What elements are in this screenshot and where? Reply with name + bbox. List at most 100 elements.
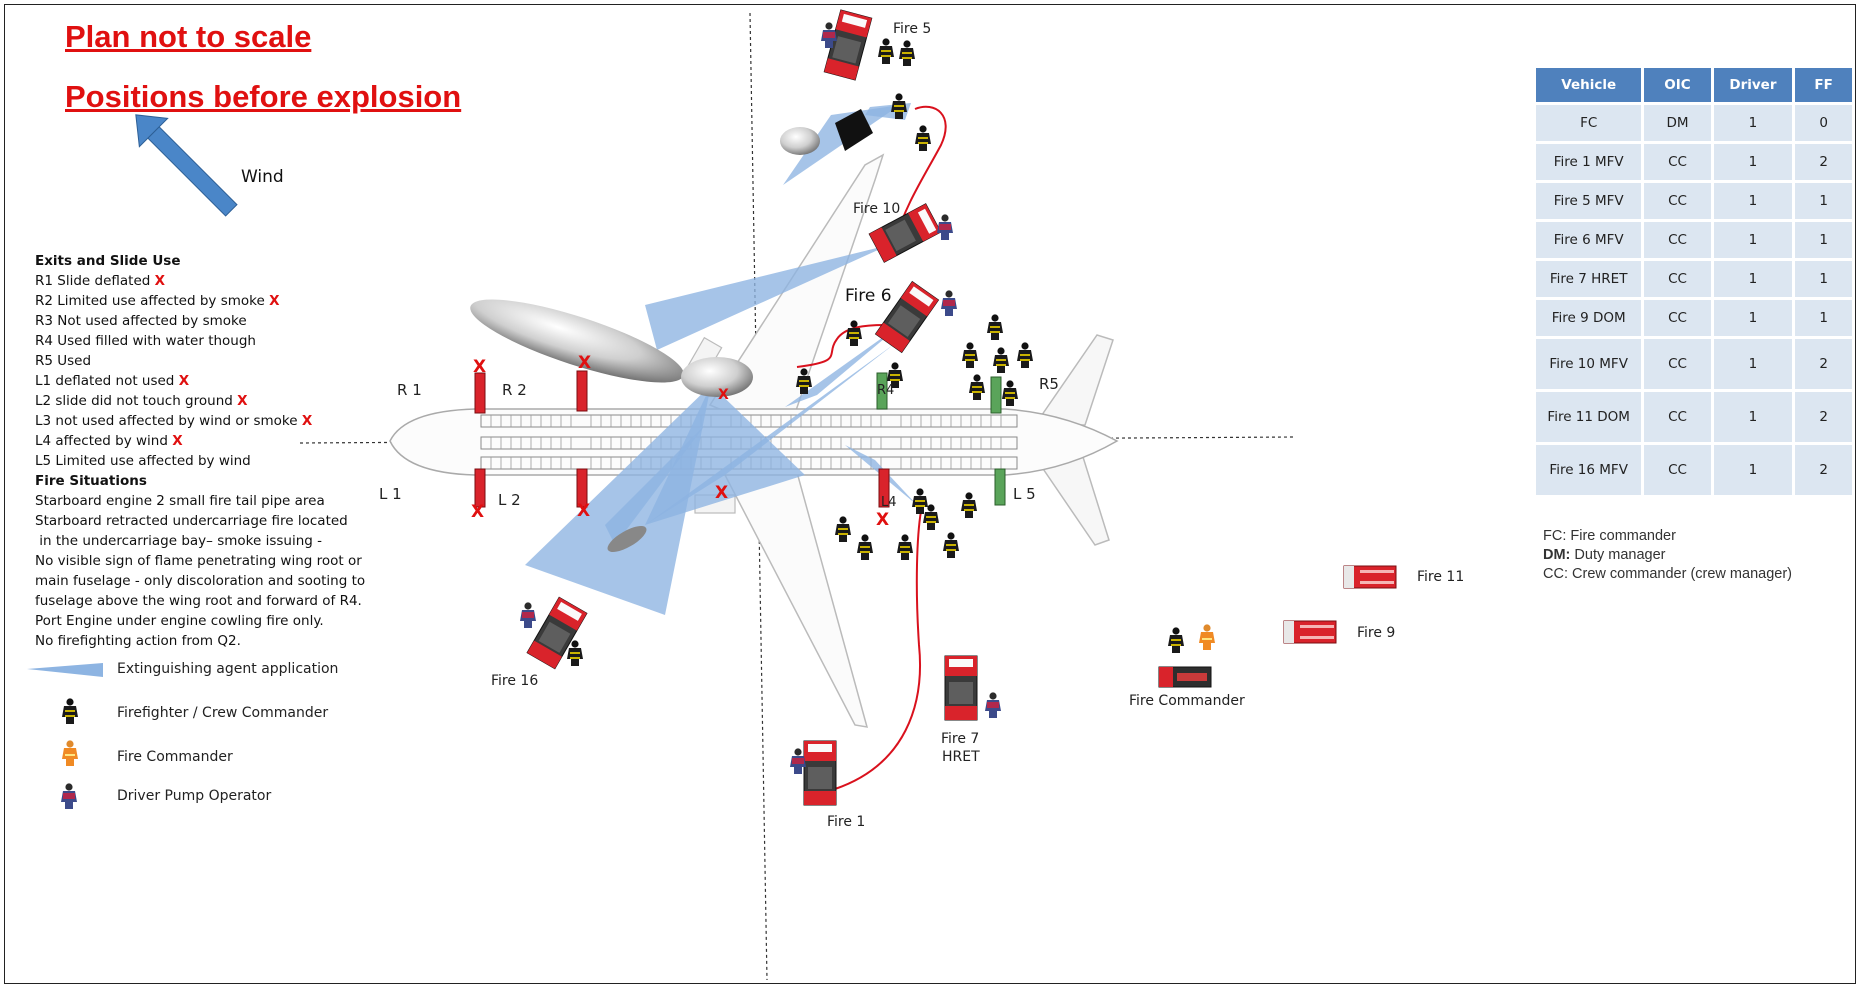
vehicle-label-fire-commander: Fire Commander — [1129, 693, 1245, 709]
fire-note-line: Starboard engine 2 small fire tail pipe … — [35, 493, 325, 509]
exit-label-l1: L 1 — [379, 485, 402, 503]
table-cell: Fire 1 MFV — [1536, 144, 1642, 180]
red-x-mark: X — [237, 393, 248, 409]
exit-note-item: L1 deflated not used X — [35, 373, 190, 389]
firefighter-icon — [60, 699, 80, 725]
vehicle-label-fire7: Fire 7 — [941, 731, 980, 747]
table-cell: 2 — [1795, 445, 1852, 495]
wind-arrow-label: Wind — [241, 167, 284, 187]
table-cell: CC — [1644, 300, 1711, 336]
table-row: FC DM 1 0 — [1536, 105, 1852, 141]
table-row: Fire 10 MFV CC 1 2 — [1536, 339, 1852, 389]
red-x-mark: X — [172, 433, 183, 449]
table-cell: CC — [1644, 261, 1711, 297]
legend-driver-label: Driver Pump Operator — [117, 788, 272, 804]
vehicle-label-hret: HRET — [942, 749, 980, 765]
exits-slide-notes: Exits and Slide Use R1 Slide deflated X … — [35, 251, 312, 471]
exit-note-item: L4 affected by wind X — [35, 433, 183, 449]
exit-note-item: L5 Limited use affected by wind — [35, 453, 251, 469]
exit-label-r5: R5 — [1039, 375, 1059, 393]
table-cell: 1 — [1795, 261, 1852, 297]
table-cell: 1 — [1713, 222, 1793, 258]
wind-arrow-icon — [155, 145, 255, 235]
page-title-scale: Plan not to scale — [65, 19, 312, 54]
table-header-cell: Driver — [1713, 68, 1793, 102]
exit-label-l5: L 5 — [1013, 485, 1036, 503]
fire-situations-notes: Fire Situations Starboard engine 2 small… — [35, 471, 365, 651]
table-header-cell: FF — [1795, 68, 1852, 102]
exit-label-r1: R 1 — [397, 381, 422, 399]
exit-label-r2: R 2 — [502, 381, 527, 399]
map-x-mark-r3: X — [718, 387, 729, 403]
table-cell: Fire 10 MFV — [1536, 339, 1642, 389]
table-cell: Fire 16 MFV — [1536, 445, 1642, 495]
table-cell: Fire 6 MFV — [1536, 222, 1642, 258]
map-x-mark-l2: X — [577, 501, 591, 521]
red-x-mark: X — [269, 293, 280, 309]
table-cell: 0 — [1795, 105, 1852, 141]
table-cell: CC — [1644, 445, 1711, 495]
fire-commander-icon — [60, 741, 80, 767]
table-cell: 1 — [1713, 105, 1793, 141]
map-x-mark-r1: X — [473, 357, 487, 377]
table-row: Fire 9 DOM CC 1 1 — [1536, 300, 1852, 336]
exit-note-item: R3 Not used affected by smoke — [35, 313, 247, 329]
table-row: Fire 11 DOM CC 1 2 — [1536, 392, 1852, 442]
table-header-cell: OIC — [1644, 68, 1711, 102]
vehicle-label-fire9: Fire 9 — [1357, 625, 1396, 641]
table-row: Fire 1 MFV CC 1 2 — [1536, 144, 1852, 180]
table-row: Fire 6 MFV CC 1 1 — [1536, 222, 1852, 258]
table-row: Fire 7 HRET CC 1 1 — [1536, 261, 1852, 297]
red-x-mark: X — [178, 373, 190, 389]
map-x-mark-r2: X — [578, 353, 592, 373]
exit-note-item: R1 Slide deflated X — [35, 273, 166, 289]
abbreviation-item: DM: Duty manager — [1543, 547, 1666, 563]
map-x-mark-l4: X — [876, 510, 890, 530]
fire-note-line: main fuselage - only discoloration and s… — [35, 573, 366, 589]
fire-note-line: Starboard retracted undercarriage fire l… — [35, 513, 348, 529]
table-cell: 1 — [1713, 392, 1793, 442]
table-cell: CC — [1644, 183, 1711, 219]
table-cell: 1 — [1713, 261, 1793, 297]
fire-note-line: fuselage above the wing root and forward… — [35, 593, 362, 609]
red-x-mark: X — [301, 413, 313, 429]
exit-note-item: L2 slide did not touch ground X — [35, 393, 248, 409]
exit-note-item: R4 Used filled with water though — [35, 333, 256, 349]
exit-note-item: L3 not used affected by wind or smoke X — [35, 413, 313, 429]
table-cell: DM — [1644, 105, 1711, 141]
exit-label-l2: L 2 — [498, 491, 521, 509]
fire-note-line: No firefighting action from Q2. — [35, 633, 241, 649]
vehicle-label-fire10: Fire 10 — [853, 201, 901, 217]
driver-icon — [60, 784, 80, 810]
exit-label-l4: L4 — [881, 495, 897, 510]
table-cell: 2 — [1795, 339, 1852, 389]
table-cell: FC — [1536, 105, 1642, 141]
spray-wedge-icon — [27, 661, 105, 679]
fire-note-line: in the undercarriage bay– smoke issuing … — [35, 533, 322, 549]
table-row: Fire 5 MFV CC 1 1 — [1536, 183, 1852, 219]
table-cell: 2 — [1795, 144, 1852, 180]
table-cell: 1 — [1713, 144, 1793, 180]
table-row: Fire 16 MFV CC 1 2 — [1536, 445, 1852, 495]
table-cell: 1 — [1713, 300, 1793, 336]
vehicle-label-fire1: Fire 1 — [827, 814, 866, 830]
map-x-mark-l3: X — [715, 483, 729, 503]
table-cell: Fire 9 DOM — [1536, 300, 1642, 336]
table-cell: 1 — [1713, 183, 1793, 219]
abbreviation-item: FC: Fire commander — [1543, 528, 1676, 544]
vehicle-label-fire11: Fire 11 — [1417, 569, 1465, 585]
exit-note-item: R2 Limited use affected by smoke X — [35, 293, 280, 309]
scene-graphic — [27, 9, 1397, 981]
abbreviation-key: FC: Fire commander DM: Duty manager CC: … — [1543, 527, 1792, 584]
table-cell: Fire 11 DOM — [1536, 392, 1642, 442]
table-cell: Fire 7 HRET — [1536, 261, 1642, 297]
vehicle-staffing-table: Vehicle OIC Driver FF FC DM 1 0 Fire 1 M… — [1533, 65, 1855, 498]
legend-commander-label: Fire Commander — [117, 749, 233, 765]
table-cell: Fire 5 MFV — [1536, 183, 1642, 219]
fire-note-line: No visible sign of flame penetrating win… — [35, 553, 362, 569]
table-cell: 1 — [1713, 445, 1793, 495]
table-header-row: Vehicle OIC Driver FF — [1536, 68, 1852, 102]
exit-label-r4: R4 — [877, 383, 895, 398]
table-header-cell: Vehicle — [1536, 68, 1642, 102]
table-cell: CC — [1644, 144, 1711, 180]
